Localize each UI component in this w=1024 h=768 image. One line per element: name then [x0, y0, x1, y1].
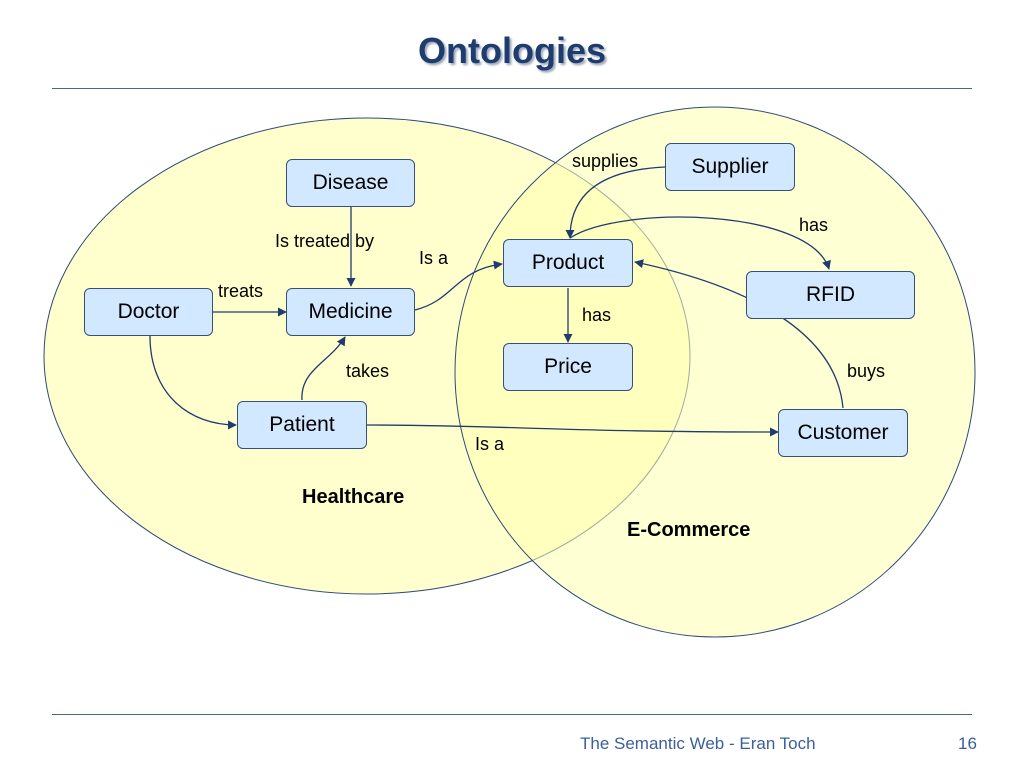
region-label-healthcare: Healthcare — [302, 486, 405, 508]
title-divider — [52, 88, 972, 89]
page-number: 16 — [958, 734, 977, 753]
edge-label-has-price: has — [582, 305, 612, 325]
edge-label-is-a-customer: Is a — [475, 434, 505, 454]
edge-patient-customer — [366, 424, 779, 437]
node-doctor: Doctor — [84, 288, 213, 336]
edge-label-is-treated-by: Is treated by — [275, 231, 375, 251]
node-disease: Disease — [286, 159, 415, 207]
node-product: Product — [503, 239, 633, 287]
footer-text: The Semantic Web - Eran Toch — [580, 734, 816, 753]
node-medicine: Medicine — [286, 288, 415, 336]
edge-product-rfid — [569, 216, 831, 270]
edge-medicine-product — [414, 260, 503, 311]
slide-title: Ontologies — [418, 30, 606, 71]
edge-label-buys: buys — [847, 361, 886, 381]
region-label-ecommerce: E-Commerce — [627, 519, 751, 541]
node-price: Price — [503, 343, 633, 391]
node-patient: Patient — [237, 401, 367, 449]
node-supplier: Supplier — [665, 143, 795, 191]
edge-label-treats: treats — [218, 281, 264, 301]
edge-label-supplies: supplies — [572, 151, 639, 171]
edge-label-has-rfid: has — [799, 215, 829, 235]
node-customer: Customer — [778, 409, 908, 457]
edge-label-is-a-product: Is a — [419, 248, 449, 268]
edge-label-takes: takes — [346, 361, 390, 381]
edge-patient-medicine — [301, 336, 346, 401]
edge-supplier-product — [565, 166, 666, 239]
edge-doctor-patient — [149, 335, 237, 430]
footer-divider — [52, 714, 972, 715]
node-rfid: RFID — [746, 271, 915, 319]
